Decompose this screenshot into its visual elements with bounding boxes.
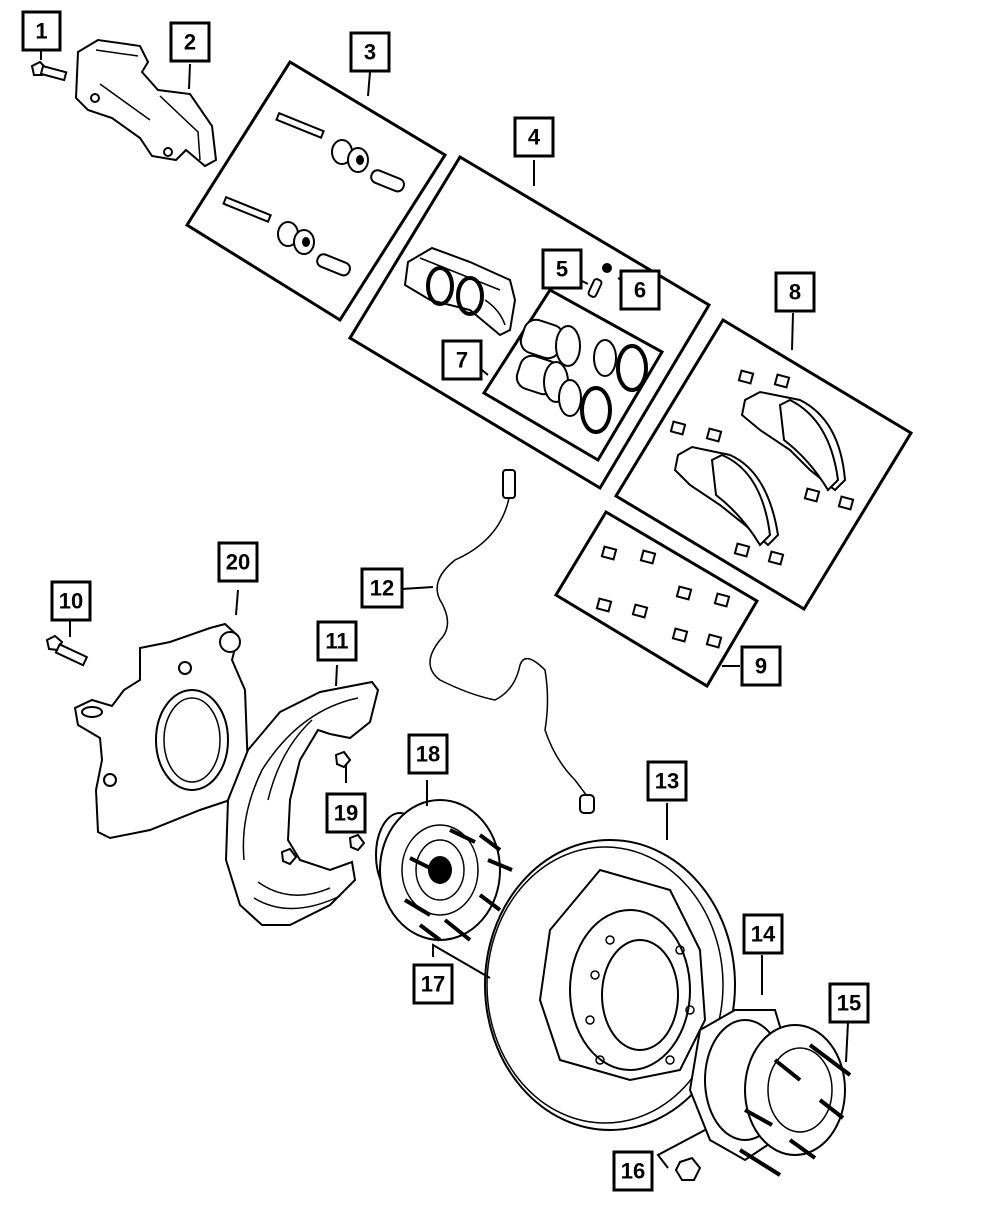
- callout-14[interactable]: 14: [742, 913, 784, 955]
- callout-18-label: 18: [416, 742, 440, 767]
- kit-frame-3: [184, 59, 448, 323]
- callout-5[interactable]: 5: [541, 248, 583, 290]
- callout-16[interactable]: 16: [612, 1150, 654, 1192]
- callout-4-label: 4: [528, 125, 541, 150]
- part-13-brake-rotor[interactable]: [484, 839, 736, 1131]
- part-20-steering-knuckle[interactable]: [73, 622, 250, 840]
- part-15-wheel-studs[interactable]: [738, 1043, 852, 1177]
- callout-5-label: 5: [556, 257, 568, 282]
- part-2-caliper-adapter[interactable]: [74, 38, 218, 168]
- part-7-pistons-seals[interactable]: [514, 317, 648, 434]
- part-19-shield-bolts[interactable]: [280, 750, 366, 866]
- callout-11-label: 11: [325, 629, 348, 654]
- callout-3[interactable]: 3: [349, 31, 391, 73]
- callout-10[interactable]: 10: [50, 580, 92, 622]
- part-17-wheel-studs[interactable]: [403, 828, 513, 942]
- part-14-hub-bearing[interactable]: [688, 1009, 846, 1162]
- callout-11[interactable]: 11: [316, 620, 358, 662]
- part-1-bolt[interactable]: [30, 60, 68, 82]
- callout-6[interactable]: 6: [619, 269, 661, 311]
- kit-frame-9: [553, 509, 760, 689]
- callout-2[interactable]: 2: [169, 21, 211, 63]
- callout-1-label: 1: [35, 19, 47, 44]
- callout-9-label: 9: [755, 654, 767, 679]
- callout-16-label: 16: [621, 1159, 645, 1184]
- callout-7[interactable]: 7: [441, 339, 483, 381]
- callout-18[interactable]: 18: [407, 733, 449, 775]
- callout-8[interactable]: 8: [774, 271, 816, 313]
- callout-17[interactable]: 17: [412, 963, 454, 1005]
- part-4-caliper[interactable]: [403, 246, 517, 337]
- callout-15-label: 15: [837, 991, 861, 1016]
- callout-13[interactable]: 13: [646, 760, 688, 802]
- callout-6-label: 6: [634, 278, 646, 303]
- callout-7-label: 7: [456, 348, 468, 373]
- callout-13-label: 13: [655, 769, 679, 794]
- part-12-abs-sensor[interactable]: [429, 469, 595, 814]
- callout-3-label: 3: [364, 40, 376, 65]
- kit-frame-7: [481, 288, 665, 463]
- callout-10-label: 10: [59, 589, 83, 614]
- part-11-brake-shield[interactable]: [224, 680, 380, 926]
- part-16-hub-nut[interactable]: [674, 1156, 702, 1181]
- part-5-bleeder-screw[interactable]: [587, 278, 603, 298]
- callout-2-label: 2: [184, 30, 196, 55]
- part-18-hub-bearing[interactable]: [375, 799, 501, 941]
- part-6-bleeder-cap[interactable]: [602, 263, 612, 273]
- leader-lines: [40, 50, 849, 1169]
- callout-8-label: 8: [789, 280, 801, 305]
- callout-17-label: 17: [421, 972, 445, 997]
- callout-15[interactable]: 15: [828, 982, 870, 1024]
- callout-1[interactable]: 1: [21, 10, 62, 52]
- callout-19[interactable]: 19: [325, 792, 367, 834]
- callout-20[interactable]: 20: [217, 541, 259, 583]
- part-9-clips[interactable]: [595, 545, 731, 649]
- kit-frame-8: [613, 317, 914, 612]
- callout-19-label: 19: [334, 801, 358, 826]
- kit-frame-4: [347, 154, 712, 491]
- callout-4[interactable]: 4: [513, 116, 555, 158]
- callout-9[interactable]: 9: [740, 645, 782, 687]
- callout-14-label: 14: [751, 922, 776, 947]
- part-8-brake-pads[interactable]: [669, 369, 855, 566]
- part-3-pins-bushings[interactable]: [222, 111, 406, 277]
- callout-12-label: 12: [370, 576, 394, 601]
- part-10-bolt[interactable]: [45, 634, 89, 667]
- callout-20-label: 20: [226, 550, 250, 575]
- callout-12[interactable]: 12: [360, 567, 404, 609]
